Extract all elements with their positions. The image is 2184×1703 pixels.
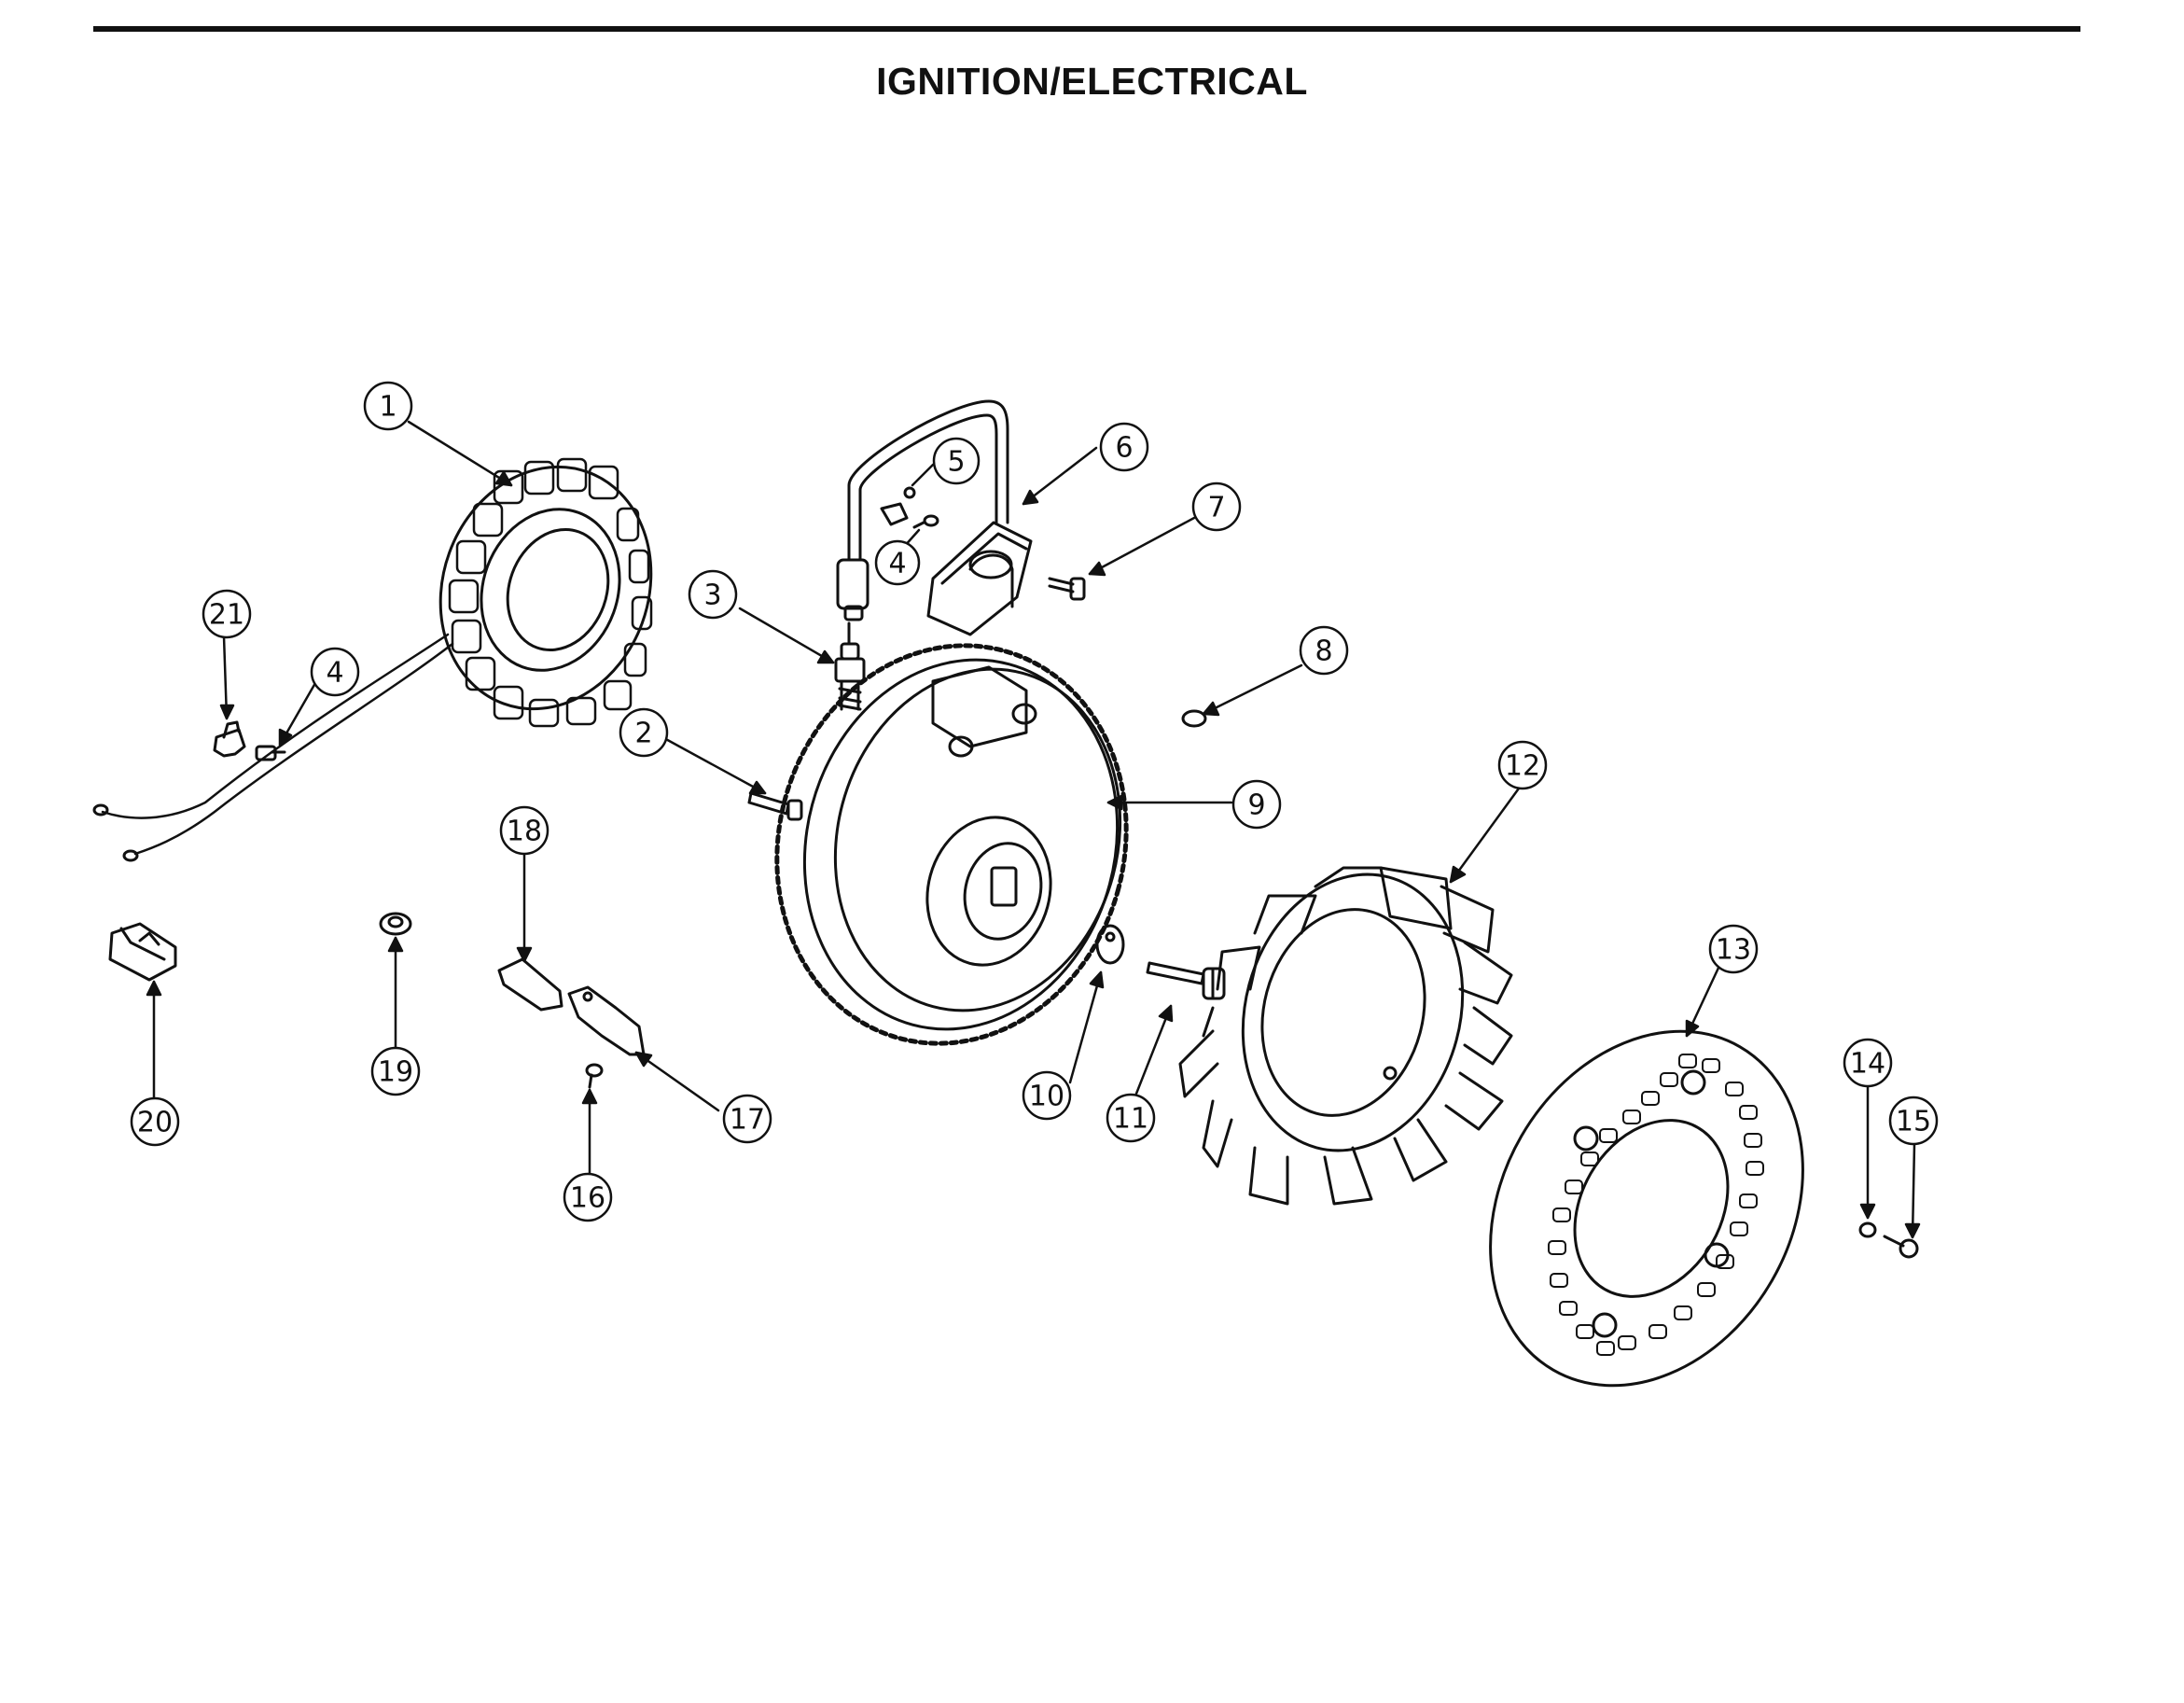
callout-label-16: 16: [570, 1182, 605, 1215]
callout-circle-4b: [874, 539, 921, 586]
callout-label-4b: 4: [888, 548, 906, 580]
callout-label-19: 19: [378, 1056, 413, 1089]
callout-circle-12: [1497, 740, 1548, 790]
nut-14-part: [1858, 1221, 1877, 1238]
callout-circle-1: [363, 381, 413, 431]
clip-5-part: [880, 486, 916, 526]
callout-circle-13: [1708, 924, 1759, 974]
header-rule: [93, 26, 2080, 32]
callout-label-15: 15: [1896, 1106, 1931, 1138]
callout-label-12: 12: [1505, 750, 1540, 783]
stator-part: [92, 457, 653, 862]
bracket-17-part: [567, 985, 646, 1056]
nut-19-part: [379, 912, 412, 936]
callout-label-4a: 4: [326, 657, 343, 690]
callout-label-11: 11: [1113, 1103, 1148, 1136]
flywheel-9-part: [774, 643, 1129, 1046]
callout-label-1: 1: [379, 391, 396, 424]
callout-circle-16: [563, 1172, 613, 1222]
callout-circle-8: [1299, 625, 1349, 676]
screw-15-part: [1883, 1235, 1919, 1259]
callout-circle-6: [1099, 422, 1149, 472]
callout-label-18: 18: [507, 816, 542, 848]
callout-circle-9: [1231, 779, 1282, 830]
callout-circle-19: [370, 1046, 421, 1096]
callout-circle-3: [688, 569, 738, 620]
callout-label-20: 20: [137, 1107, 173, 1139]
screw-2-part: [747, 791, 803, 821]
clamp-20-part: [108, 922, 177, 982]
washer-8-part: [1181, 709, 1207, 728]
screw-4-part: [255, 745, 286, 761]
callout-label-13: 13: [1716, 934, 1751, 967]
callout-label-21: 21: [209, 599, 244, 632]
callout-circle-5: [932, 437, 981, 485]
callout-circle-2: [619, 707, 669, 758]
screw-16-part: [585, 1063, 604, 1089]
callout-label-14: 14: [1850, 1048, 1885, 1081]
callout-circle-10: [1022, 1070, 1072, 1121]
screw-4b-part: [912, 514, 939, 529]
callout-label-3: 3: [703, 579, 721, 612]
callout-circle-21: [202, 589, 252, 639]
bolt-7-part: [1048, 577, 1086, 601]
screen-13-part: [1489, 1029, 1804, 1388]
callout-circle-14: [1843, 1038, 1893, 1088]
callout-label-17: 17: [730, 1104, 765, 1137]
callout-label-9: 9: [1247, 789, 1265, 822]
callout-label-6: 6: [1115, 432, 1133, 465]
bolt-11-part: [1146, 961, 1226, 1000]
callout-circle-7: [1191, 482, 1242, 532]
callout-circle-17: [722, 1094, 772, 1144]
callout-label-5: 5: [947, 446, 965, 479]
leader-lines: [146, 420, 1921, 1239]
callout-circle-18: [499, 805, 549, 856]
plate-18-part: [497, 957, 563, 1012]
clamp-21-part: [213, 720, 246, 758]
page-title: IGNITION/ELECTRICAL: [876, 60, 1308, 103]
spark-plug-3-part: [834, 621, 866, 711]
callout-circle-4a: [310, 647, 360, 697]
callout-label-2: 2: [634, 718, 652, 750]
washer-10-part: [1095, 924, 1125, 965]
ignition-coil-6-part: [836, 399, 1033, 636]
callout-label-10: 10: [1029, 1081, 1064, 1113]
callout-label-8: 8: [1315, 635, 1332, 668]
callout-circle-20: [130, 1096, 180, 1147]
fan-12-part: [1178, 866, 1513, 1206]
callout-label-7: 7: [1207, 492, 1225, 524]
callout-circle-11: [1106, 1093, 1156, 1143]
callout-circle-15: [1888, 1096, 1939, 1146]
